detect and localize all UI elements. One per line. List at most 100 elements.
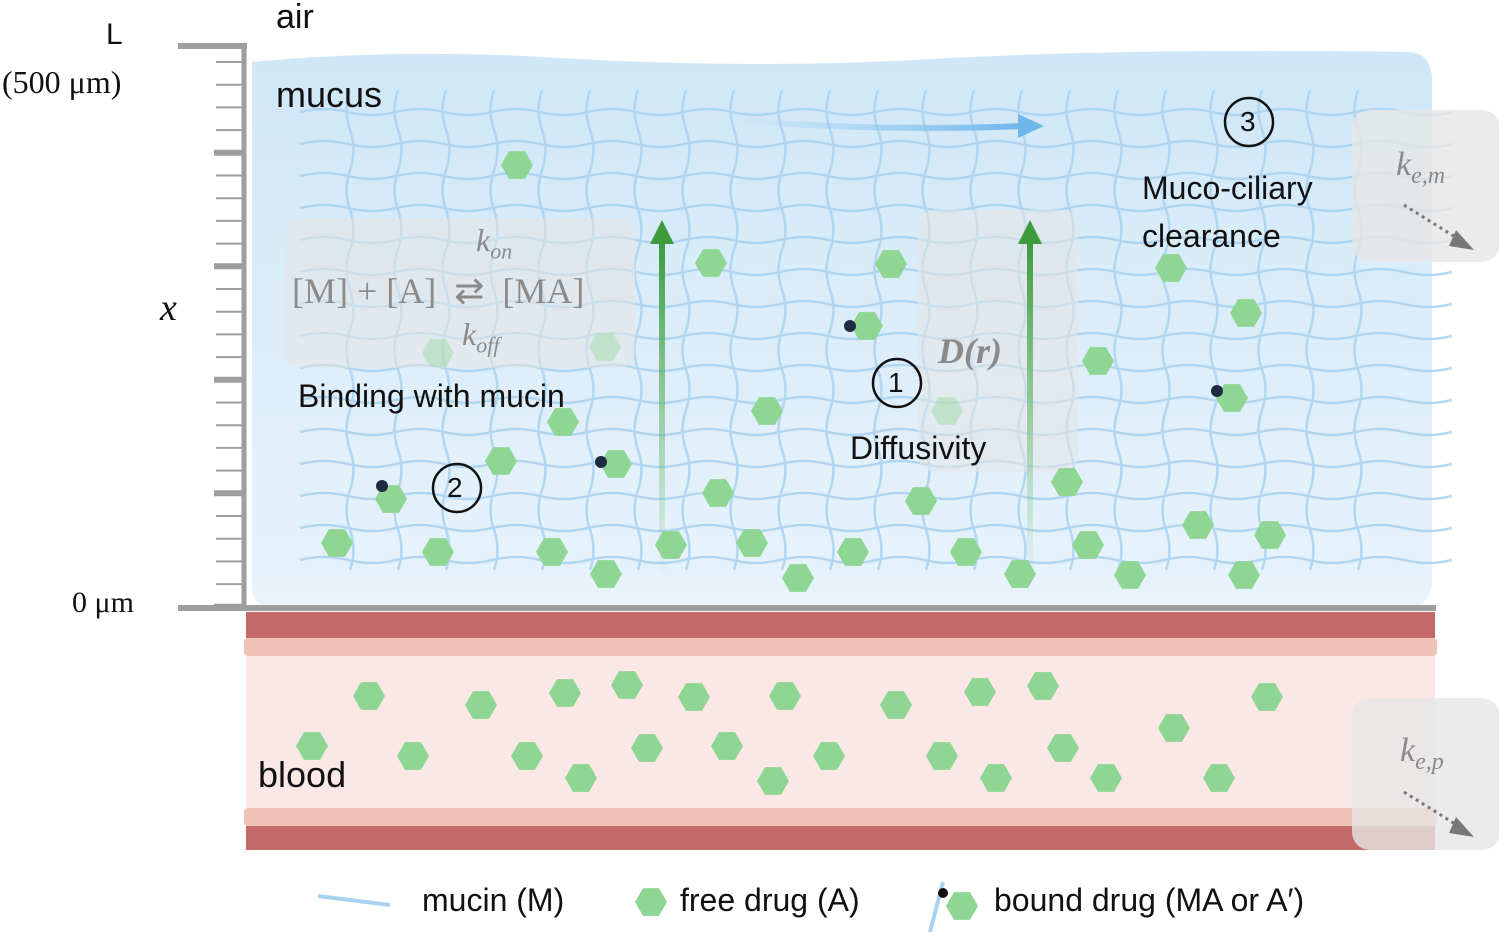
diffusion-arrow-right-head bbox=[1018, 220, 1042, 244]
k-em-subscript: e,m bbox=[1411, 162, 1446, 189]
mucin-fiber bbox=[299, 555, 1453, 565]
vessel-wall-top bbox=[246, 612, 1435, 638]
free-drug bbox=[547, 408, 579, 436]
bound-drug-dot bbox=[595, 456, 607, 468]
legend-bound-dot bbox=[938, 888, 948, 898]
k-em-symbol: k bbox=[1396, 146, 1412, 183]
k-off-label: koff bbox=[462, 316, 499, 358]
free-drug bbox=[1090, 764, 1122, 792]
step-1-circle bbox=[871, 357, 923, 409]
free-drug bbox=[1114, 561, 1146, 589]
axis-variable-label: x bbox=[160, 287, 177, 329]
vessel-endothelium-top bbox=[244, 638, 1437, 656]
free-drug bbox=[751, 397, 783, 425]
free-drug-faded bbox=[931, 397, 963, 425]
step-1-number: 1 bbox=[888, 367, 904, 398]
free-drug bbox=[1216, 384, 1248, 412]
legend-bound-drug-label: bound drug (MA or A′) bbox=[994, 882, 1305, 918]
bound-drug-dot bbox=[844, 320, 856, 332]
free-drug bbox=[485, 447, 517, 475]
axis-top-label: L bbox=[106, 18, 123, 51]
free-drug bbox=[1051, 468, 1083, 496]
free-drug bbox=[655, 531, 687, 559]
free-drug bbox=[813, 742, 845, 770]
free-drug-faded bbox=[589, 333, 621, 361]
vessel-wall-bottom bbox=[246, 826, 1435, 850]
k-on-label: kon bbox=[476, 222, 512, 264]
legend-free-drug-icon bbox=[635, 888, 667, 916]
free-drug bbox=[397, 742, 429, 770]
mucus-elimination-arrowhead bbox=[1449, 230, 1474, 250]
free-drug bbox=[837, 538, 869, 566]
blood-lumen bbox=[246, 656, 1435, 808]
clearance-flow-arrow bbox=[734, 117, 1023, 131]
depth-axis bbox=[178, 43, 1436, 611]
k-em-label: ke,m bbox=[1396, 146, 1445, 190]
free-drug bbox=[501, 151, 533, 179]
blood-elimination-arrowhead bbox=[1449, 817, 1474, 837]
free-drug bbox=[905, 487, 937, 515]
diffusivity-symbol: D(r) bbox=[938, 331, 1002, 371]
binding-panel bbox=[285, 218, 635, 368]
k-on-subscript: on bbox=[490, 238, 513, 264]
free-drug bbox=[1047, 734, 1079, 762]
free-drug bbox=[769, 682, 801, 710]
free-drug bbox=[611, 671, 643, 699]
legend-bound-drug-icon bbox=[946, 892, 978, 920]
free-drug bbox=[375, 485, 407, 513]
mucin-fiber bbox=[681, 89, 691, 571]
mucin-fiber bbox=[299, 203, 1453, 213]
free-drug bbox=[1228, 561, 1260, 589]
free-drug bbox=[736, 529, 768, 557]
free-drug bbox=[296, 732, 328, 760]
free-drug bbox=[875, 250, 907, 278]
step-3-circle bbox=[1223, 96, 1275, 148]
free-drug bbox=[1004, 560, 1036, 588]
vessel-endothelium-bottom bbox=[244, 808, 1437, 826]
free-drug bbox=[711, 732, 743, 760]
free-drug bbox=[353, 682, 385, 710]
legend-free-drug-label: free drug (A) bbox=[680, 882, 860, 918]
k-ep-label: ke,p bbox=[1400, 732, 1444, 776]
free-drug bbox=[880, 691, 912, 719]
free-drug bbox=[321, 529, 353, 557]
mucin-fiber bbox=[1257, 89, 1267, 571]
free-drug bbox=[565, 764, 597, 792]
free-drug bbox=[1082, 347, 1114, 375]
free-drug bbox=[702, 479, 734, 507]
mucin-fiber bbox=[825, 89, 835, 571]
mucus-label: mucus bbox=[276, 74, 383, 115]
free-drug bbox=[851, 312, 883, 340]
free-drug bbox=[926, 742, 958, 770]
free-drug bbox=[1158, 714, 1190, 742]
free-drug bbox=[600, 450, 632, 478]
free-drug bbox=[1230, 299, 1262, 327]
free-drug-faded bbox=[422, 339, 454, 367]
k-ep-symbol: k bbox=[1400, 732, 1416, 769]
k-ep-subscript: e,p bbox=[1415, 748, 1444, 775]
free-drug bbox=[678, 683, 710, 711]
diffusion-panel bbox=[918, 210, 1078, 472]
mucin-fiber bbox=[299, 427, 1453, 437]
free-drug bbox=[465, 691, 497, 719]
free-drug bbox=[757, 767, 789, 795]
free-drug bbox=[511, 742, 543, 770]
free-drug bbox=[631, 734, 663, 762]
free-drug bbox=[964, 678, 996, 706]
free-drug bbox=[950, 538, 982, 566]
binding-caption: Binding with mucin bbox=[298, 378, 565, 414]
free-drug bbox=[1254, 521, 1286, 549]
free-drug bbox=[695, 249, 727, 277]
step-3-number: 3 bbox=[1240, 106, 1256, 137]
mucin-fiber bbox=[299, 395, 1453, 405]
diffusion-arrow-right-shaft bbox=[1027, 240, 1033, 580]
step-2-number: 2 bbox=[447, 472, 463, 503]
binding-equation: [M] + [A] ⇄ [MA] bbox=[292, 271, 585, 311]
mucin-fiber bbox=[1161, 89, 1171, 571]
free-drug bbox=[782, 564, 814, 592]
bound-drug-dot bbox=[376, 480, 388, 492]
diffusion-arrow-left-head bbox=[650, 220, 674, 244]
mucin-fiber bbox=[729, 89, 739, 571]
k-off-subscript: off bbox=[476, 332, 500, 358]
